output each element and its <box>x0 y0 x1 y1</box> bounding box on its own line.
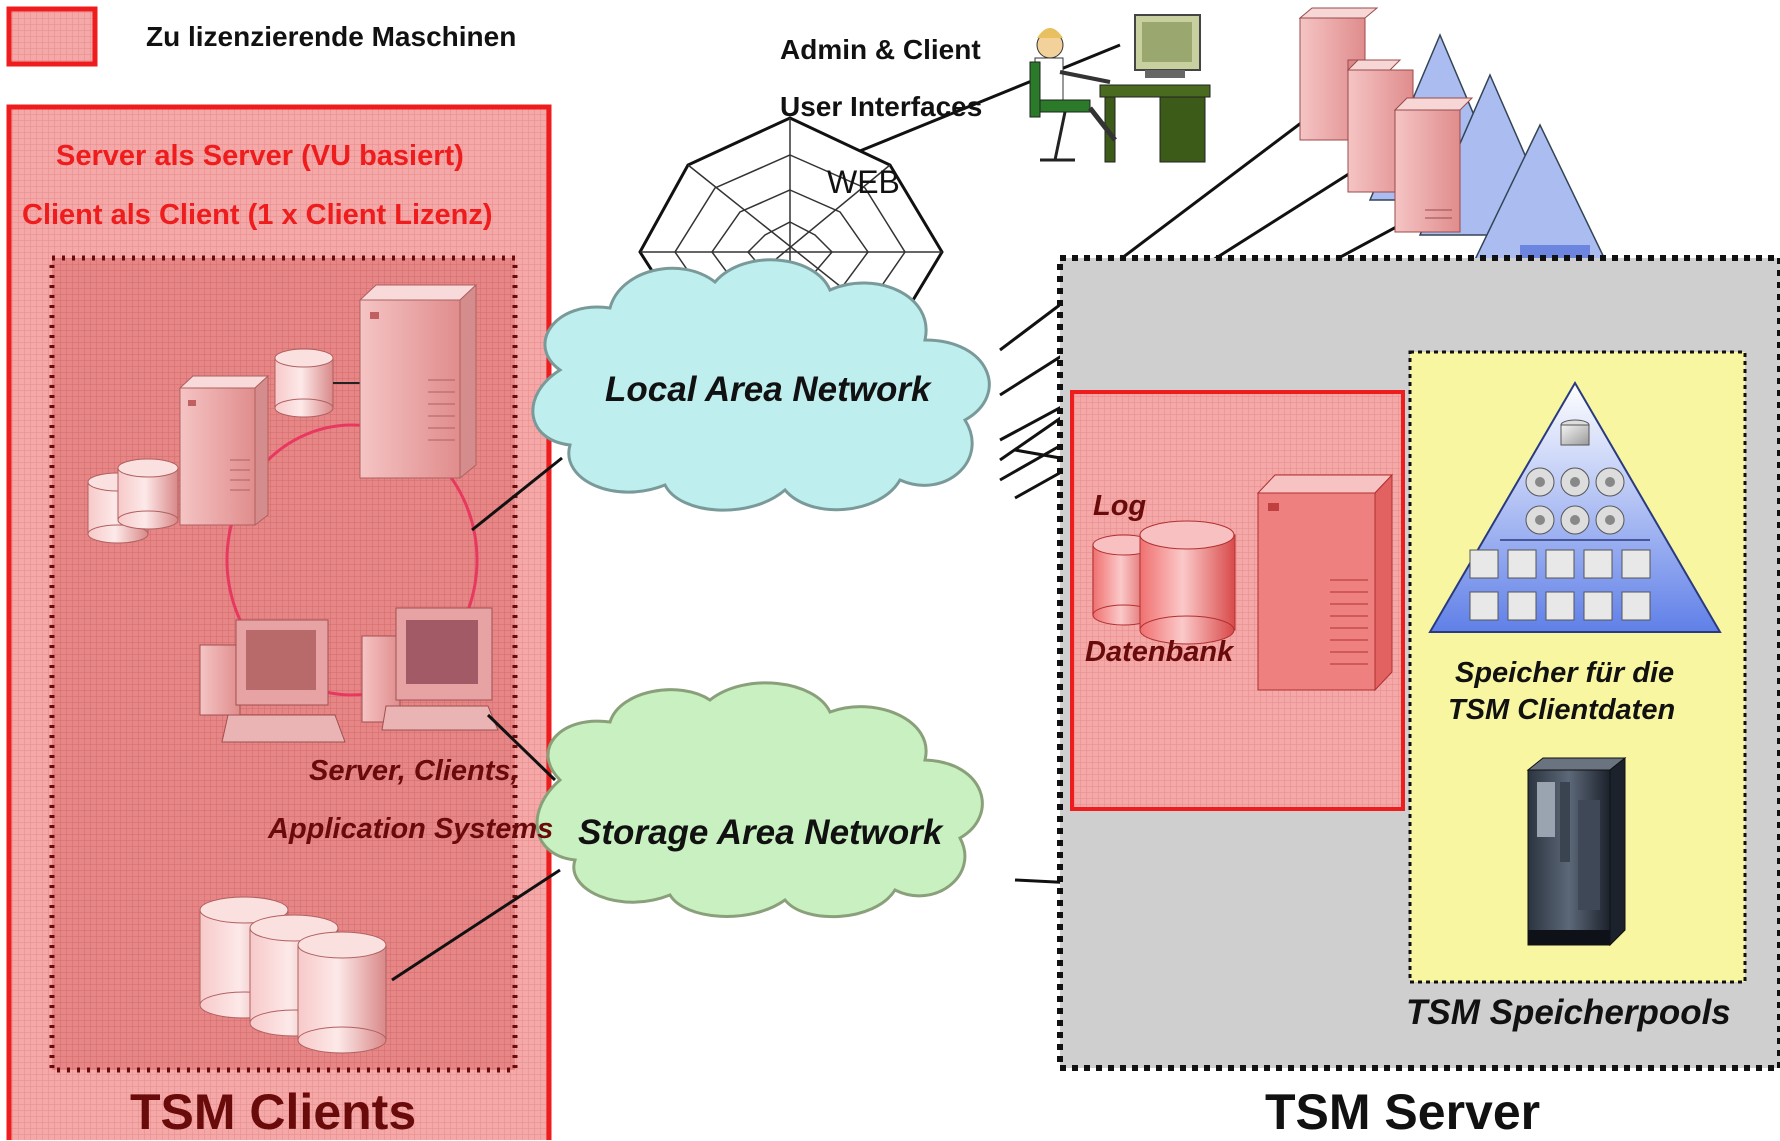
clients-license-rule-2: Client als Client (1 x Client Lizenz) <box>22 199 493 231</box>
client-server-icon <box>178 374 270 527</box>
client-workstation-icon <box>199 619 346 743</box>
log-label: Log <box>1093 490 1147 522</box>
legend-swatch <box>6 6 98 67</box>
lan-cloud <box>531 258 991 512</box>
clients-caption-line2: Application Systems <box>268 813 554 845</box>
clients-license-rule-1: Server als Server (VU basiert) <box>56 140 464 172</box>
server-title: TSM Server <box>1265 1084 1541 1140</box>
clients-title: TSM Clients <box>130 1084 417 1140</box>
client-network-ring <box>225 423 479 697</box>
client-disk-pair-icon <box>87 458 179 544</box>
storage-pyramid-icon <box>1428 381 1722 633</box>
san-cloud <box>535 681 984 919</box>
client-large-server-icon <box>358 283 478 480</box>
storage-label-line1: Speicher für die <box>1455 657 1675 689</box>
storage-label-line2: TSM Clientdaten <box>1448 694 1676 726</box>
lan-label: Local Area Network <box>605 370 931 409</box>
web-label: WEB <box>827 164 900 200</box>
admin-workstation-icon <box>1029 14 1211 163</box>
client-workstation-icon <box>361 607 499 731</box>
client-disk-icon <box>274 348 360 418</box>
clients-caption-line1: Server, Clients, <box>309 755 519 787</box>
client-storage-array-icon <box>199 896 387 1054</box>
storage-pools-label: TSM Speicherpools <box>1406 993 1731 1032</box>
interfaces-label-line2: User Interfaces <box>780 91 983 122</box>
san-label: Storage Area Network <box>578 813 943 852</box>
interfaces-label-line1: Admin & Client <box>780 34 981 65</box>
remote-server-pyramid-group <box>1298 7 1612 271</box>
database-label: Datenbank <box>1085 636 1234 668</box>
legend-label: Zu lizenzierende Maschinen <box>146 21 517 52</box>
tape-library-icon <box>1526 756 1627 947</box>
database-cylinder-icon <box>1139 520 1236 645</box>
tsm-server-icon <box>1256 473 1394 692</box>
